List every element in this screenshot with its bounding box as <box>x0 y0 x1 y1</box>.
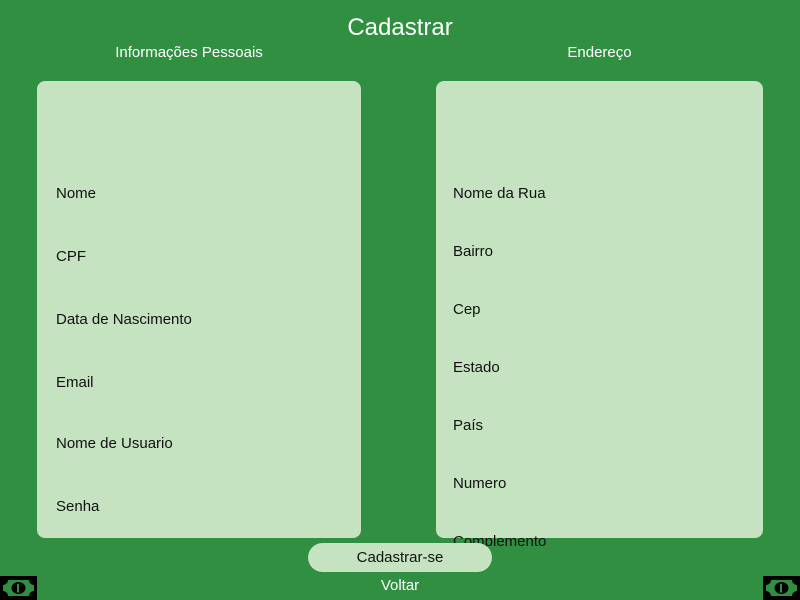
email-input[interactable] <box>56 371 346 393</box>
neighborhood-input[interactable] <box>453 240 743 262</box>
complement-input[interactable] <box>453 530 743 552</box>
username-input[interactable] <box>56 432 346 454</box>
state-input[interactable] <box>453 356 743 378</box>
zipcode-input[interactable] <box>453 298 743 320</box>
street-input[interactable] <box>453 182 743 204</box>
number-input[interactable] <box>453 472 743 494</box>
back-link[interactable]: Voltar <box>380 577 420 594</box>
money-bill-icon <box>0 576 37 600</box>
name-input[interactable] <box>56 182 346 204</box>
address-heading: Endereço <box>567 44 632 61</box>
money-bill-icon <box>763 576 800 600</box>
birthdate-input[interactable] <box>56 308 346 330</box>
address-panel <box>436 81 763 552</box>
page-title: Cadastrar <box>347 14 453 41</box>
personal-info-heading: Informações Pessoais <box>115 44 263 61</box>
personal-info-panel <box>37 81 361 538</box>
password-input[interactable] <box>56 495 346 517</box>
cpf-input[interactable] <box>56 245 346 267</box>
country-input[interactable] <box>453 414 743 436</box>
register-button[interactable]: Cadastrar-se <box>308 543 492 572</box>
